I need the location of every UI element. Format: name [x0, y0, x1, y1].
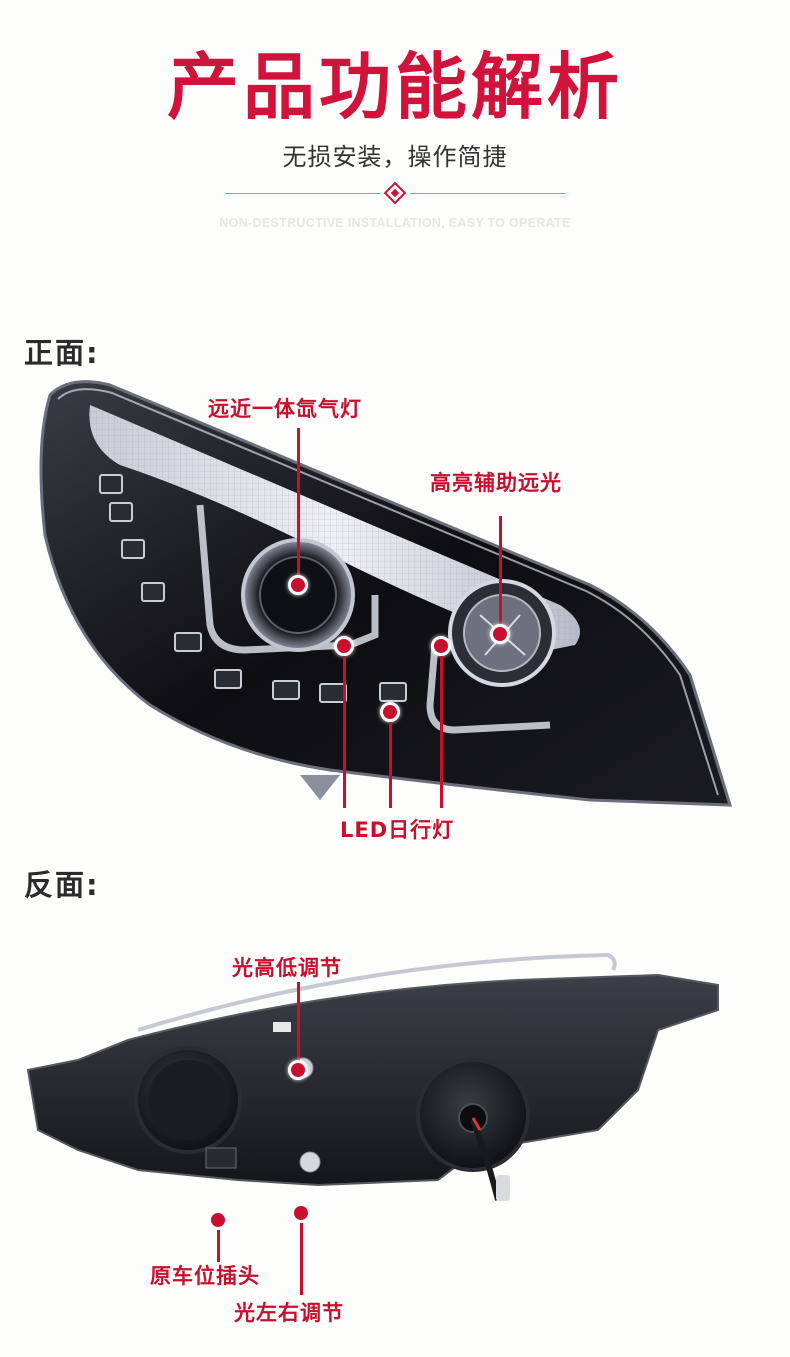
callout-drl-label: LED日行灯: [340, 818, 455, 842]
callout-oem-plug-marker-icon: [208, 1210, 228, 1230]
callout-high-beam-label: 高亮辅助远光: [430, 471, 562, 495]
callout-bi-xenon-label: 远近一体氙气灯: [208, 397, 362, 421]
callout-bi-xenon-marker-icon: [288, 575, 308, 595]
divider-left: [225, 193, 380, 194]
page-title: 产品功能解析: [166, 45, 623, 129]
callout-horizontal-adjust-marker-icon: [291, 1203, 311, 1223]
diamond-ornament-icon: [383, 181, 407, 205]
divider-right: [410, 193, 565, 194]
callout-oem-plug-line: [217, 1230, 220, 1262]
callout-oem-plug-label: 原车位插头: [150, 1264, 260, 1288]
callout-drl-marker-3-icon: [431, 636, 451, 656]
callout-horizontal-adjust-label: 光左右调节: [234, 1301, 344, 1325]
page-subtitle: 无损安装，操作简捷: [282, 143, 508, 171]
callout-high-beam-marker-icon: [490, 624, 510, 644]
callout-drl-marker-2-icon: [380, 702, 400, 722]
callout-drl-line-2: [389, 722, 392, 808]
front-heading: 正面:: [24, 336, 100, 370]
callout-vertical-adjust-marker-icon: [288, 1060, 308, 1080]
callout-bi-xenon-line: [297, 428, 300, 578]
callout-drl-line-1: [343, 656, 346, 808]
headlamp-front-image: [39, 380, 733, 807]
callout-high-beam-line: [499, 516, 502, 626]
headlamp-back-image: [26, 952, 719, 1201]
callout-horizontal-adjust-line: [300, 1223, 303, 1295]
english-subtitle: NON-DESTRUCTIVE INSTALLATION, EASY TO OP…: [219, 216, 571, 230]
callout-vertical-adjust-label: 光高低调节: [232, 956, 342, 980]
callout-vertical-adjust-line: [297, 982, 300, 1062]
callout-drl-line-3: [440, 656, 443, 808]
back-heading: 反面:: [24, 868, 100, 902]
callout-drl-marker-1-icon: [334, 636, 354, 656]
